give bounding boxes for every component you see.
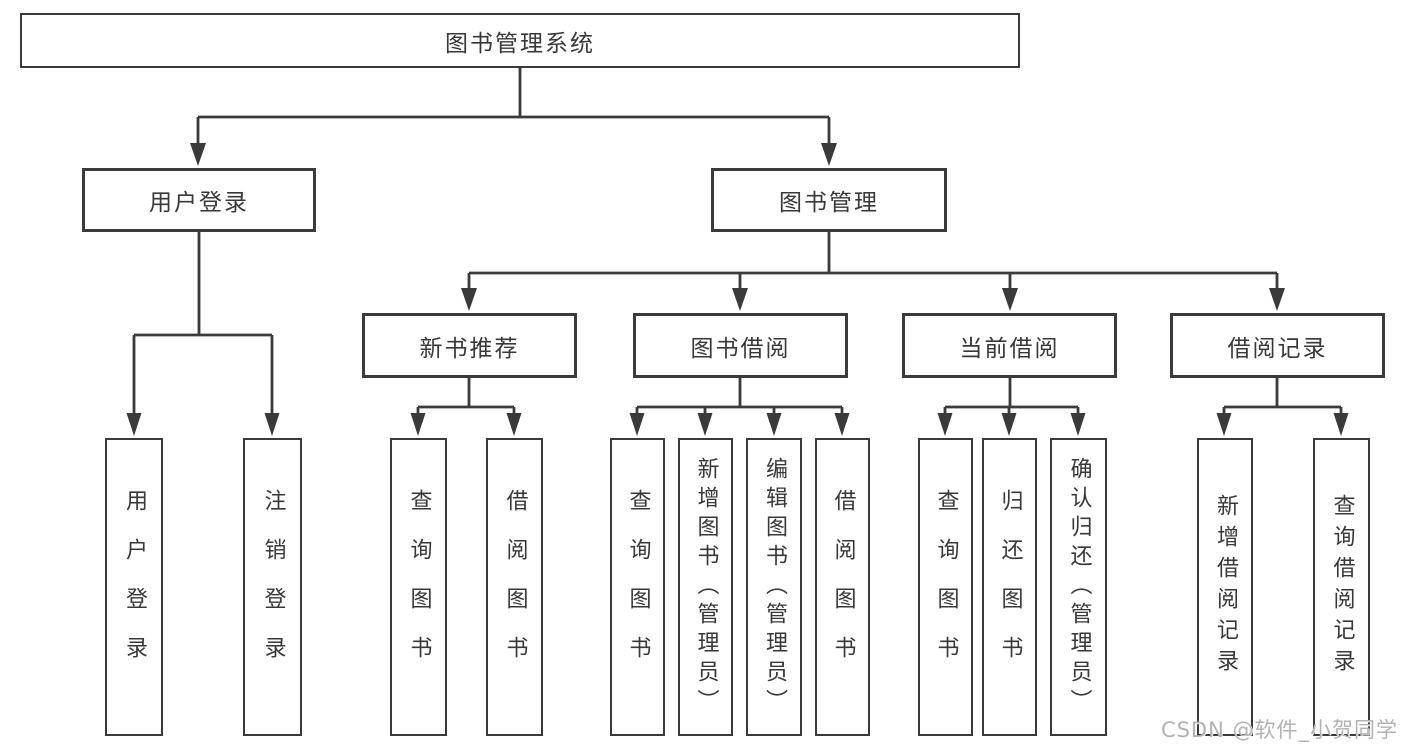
node-label: 归还图书 <box>997 489 1023 685</box>
node-br-add-record: 新增借阅记录 <box>1197 438 1253 736</box>
node-cb-confirm-return-admin: 确认归还（管理员） <box>1050 438 1107 736</box>
node-br-query-record: 查询借阅记录 <box>1313 438 1370 736</box>
node-label: 查询借阅记录 <box>1329 494 1355 680</box>
node-label: 借阅图书 <box>830 489 856 685</box>
node-current-borrow: 当前借阅 <box>902 313 1117 378</box>
node-bb-edit-books-admin: 编辑图书（管理员） <box>746 438 802 736</box>
node-label: 查询图书 <box>406 489 432 685</box>
node-book-management: 图书管理 <box>711 168 947 232</box>
node-label: 当前借阅 <box>959 335 1060 362</box>
node-user-login-leaf: 用户登录 <box>105 438 163 736</box>
node-label: 新增借阅记录 <box>1213 494 1238 680</box>
node-label: 用户登录 <box>149 190 249 216</box>
node-cb-return-books: 归还图书 <box>982 438 1037 736</box>
node-label: 借阅图书 <box>502 489 528 685</box>
node-label: 借阅记录 <box>1227 335 1328 362</box>
node-label: 编辑图书（管理员） <box>762 456 787 718</box>
node-nb-borrow-books: 借阅图书 <box>486 438 543 736</box>
node-label: 确认归还（管理员） <box>1066 456 1092 718</box>
node-label: 注销登录 <box>260 489 286 685</box>
csdn-watermark: CSDN @软件_小贺同学 <box>1160 718 1398 742</box>
node-new-book-recommend: 新书推荐 <box>362 313 577 378</box>
node-label: 图书借阅 <box>690 335 791 362</box>
node-label: 图书管理系统 <box>445 30 595 57</box>
node-user-login: 用户登录 <box>82 168 316 232</box>
node-nb-query-books: 查询图书 <box>390 438 447 736</box>
node-bb-query-books: 查询图书 <box>610 438 665 736</box>
node-label: 查询图书 <box>625 489 651 685</box>
node-library-management-system: 图书管理系统 <box>20 13 1020 68</box>
node-book-borrow: 图书借阅 <box>633 313 848 378</box>
node-label: 新增图书（管理员） <box>693 456 719 718</box>
node-label: 新书推荐 <box>419 335 520 362</box>
node-borrow-record: 借阅记录 <box>1170 313 1385 378</box>
node-label: 查询图书 <box>933 489 959 685</box>
node-cb-query-books: 查询图书 <box>918 438 973 736</box>
node-label: 用户登录 <box>122 489 147 685</box>
node-bb-add-books-admin: 新增图书（管理员） <box>678 438 733 736</box>
node-logout-leaf: 注销登录 <box>243 438 302 736</box>
node-label: 图书管理 <box>779 190 879 216</box>
node-bb-borrow-books: 借阅图书 <box>815 438 870 736</box>
